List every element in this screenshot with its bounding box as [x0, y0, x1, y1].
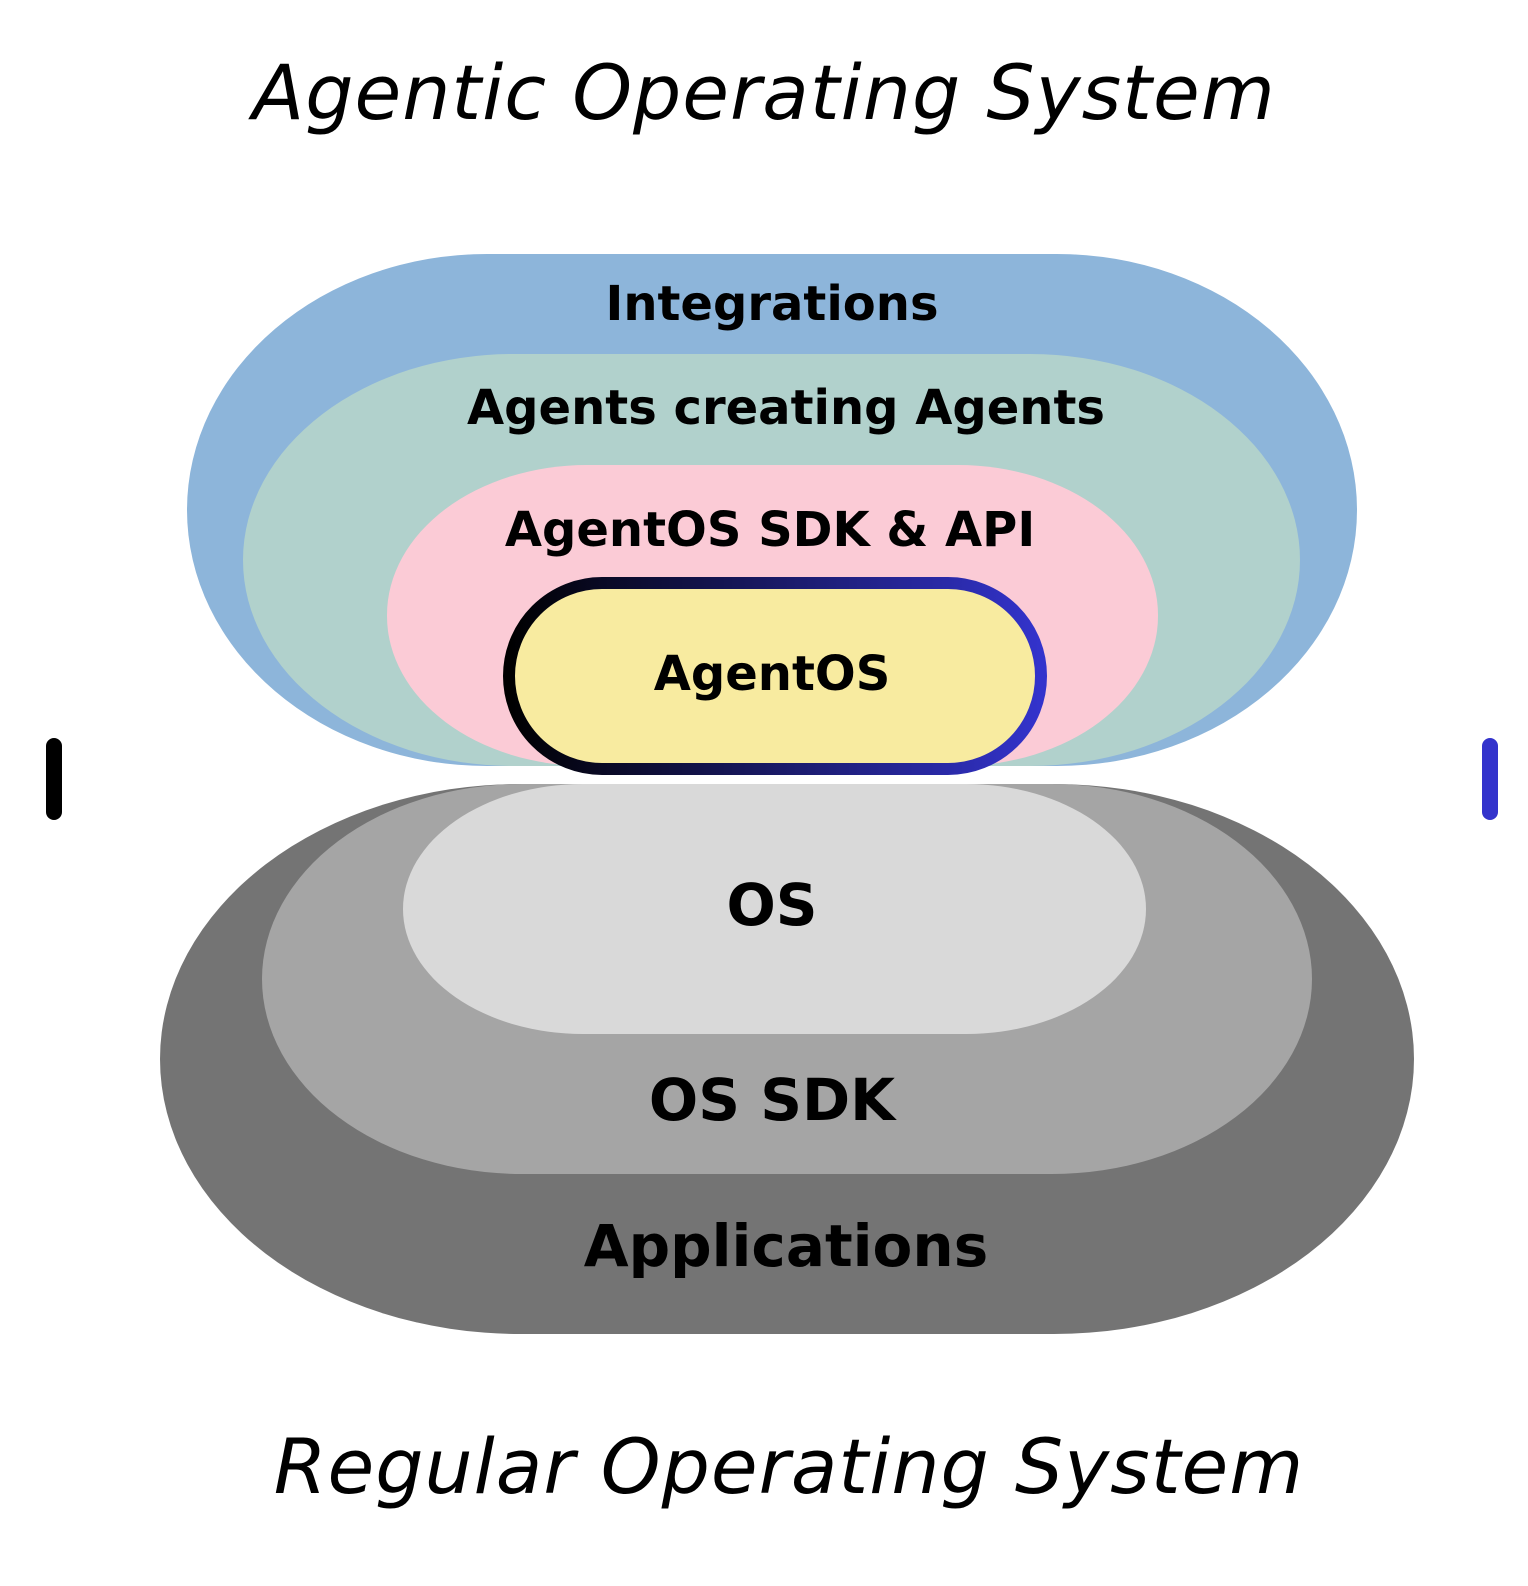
- regular-os-title: Regular Operating System: [273, 1422, 1305, 1511]
- integrations-label: Integrations: [605, 276, 938, 332]
- os-layer: [403, 784, 1146, 1034]
- agentic-os-title: Agentic Operating System: [252, 48, 1276, 137]
- os-sdk-label: OS SDK: [649, 1066, 897, 1134]
- agents-creating-agents-label: Agents creating Agents: [467, 380, 1105, 436]
- agentos-label: AgentOS: [654, 646, 891, 702]
- agentos-sdk-api-label: AgentOS SDK & API: [505, 502, 1035, 558]
- applications-label: Applications: [584, 1212, 988, 1280]
- os-label: OS: [726, 871, 817, 939]
- agentos-layer: [503, 577, 1047, 775]
